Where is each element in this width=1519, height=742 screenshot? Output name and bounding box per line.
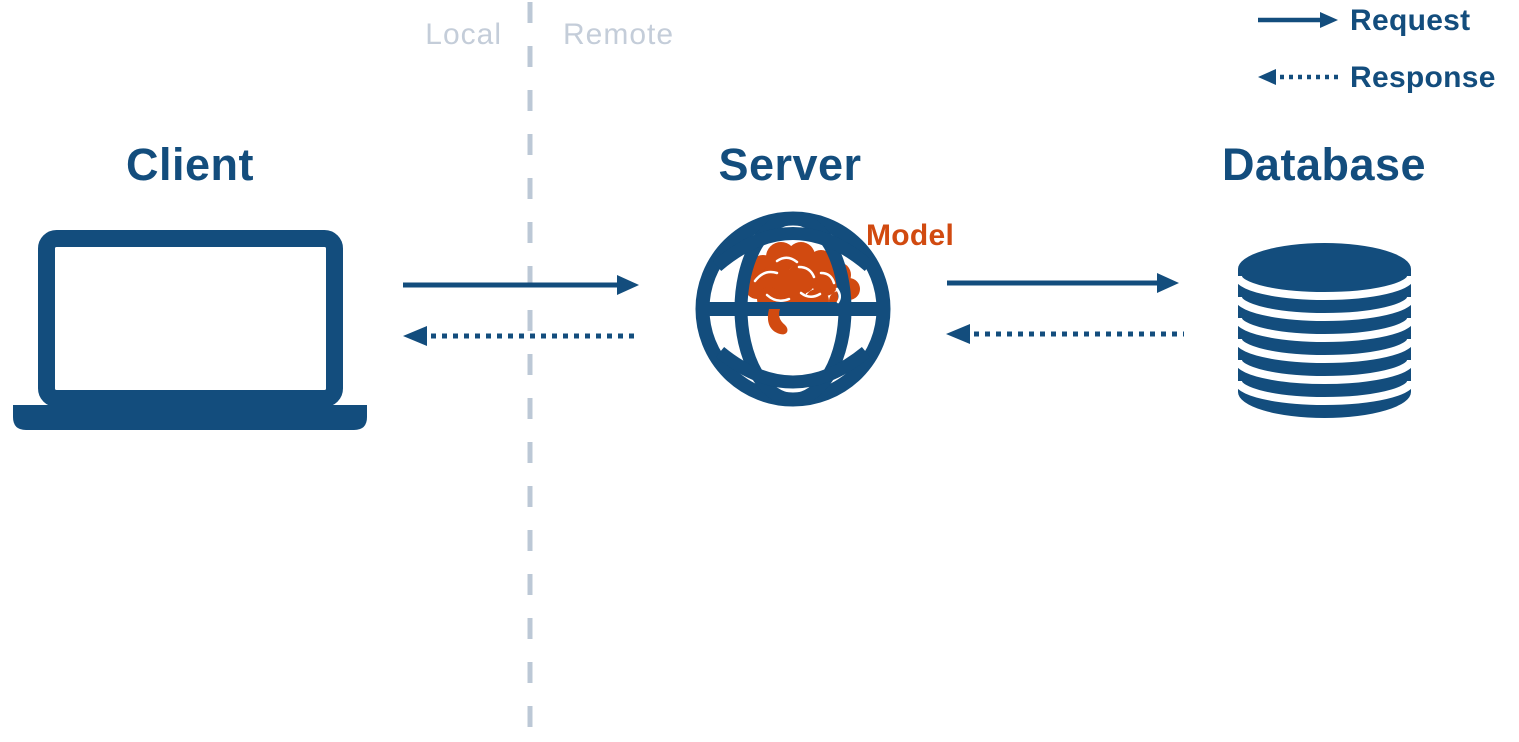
laptop-icon [13,230,367,430]
legend-request-arrow-icon [1258,12,1338,28]
client-node-title: Client [125,139,254,190]
request-arrow-server-to-database [947,273,1179,293]
globe-icon [695,211,891,407]
legend-response-arrow-icon [1258,69,1338,85]
legend-response-label: Response [1350,61,1496,94]
response-arrow-database-to-server [946,324,1184,344]
response-arrow-server-to-client [403,326,639,346]
database-node-title: Database [1221,139,1427,190]
brain-folds [753,256,841,304]
database-icon [1234,243,1415,418]
brain-stem [767,309,788,335]
legend-request-label: Request [1350,4,1471,37]
model-badge-label: Model [866,219,955,252]
zone-label-local: Local [425,18,502,51]
zone-label-remote: Remote [563,18,675,51]
request-arrow-client-to-server [403,275,639,295]
server-node-title: Server [718,139,862,190]
